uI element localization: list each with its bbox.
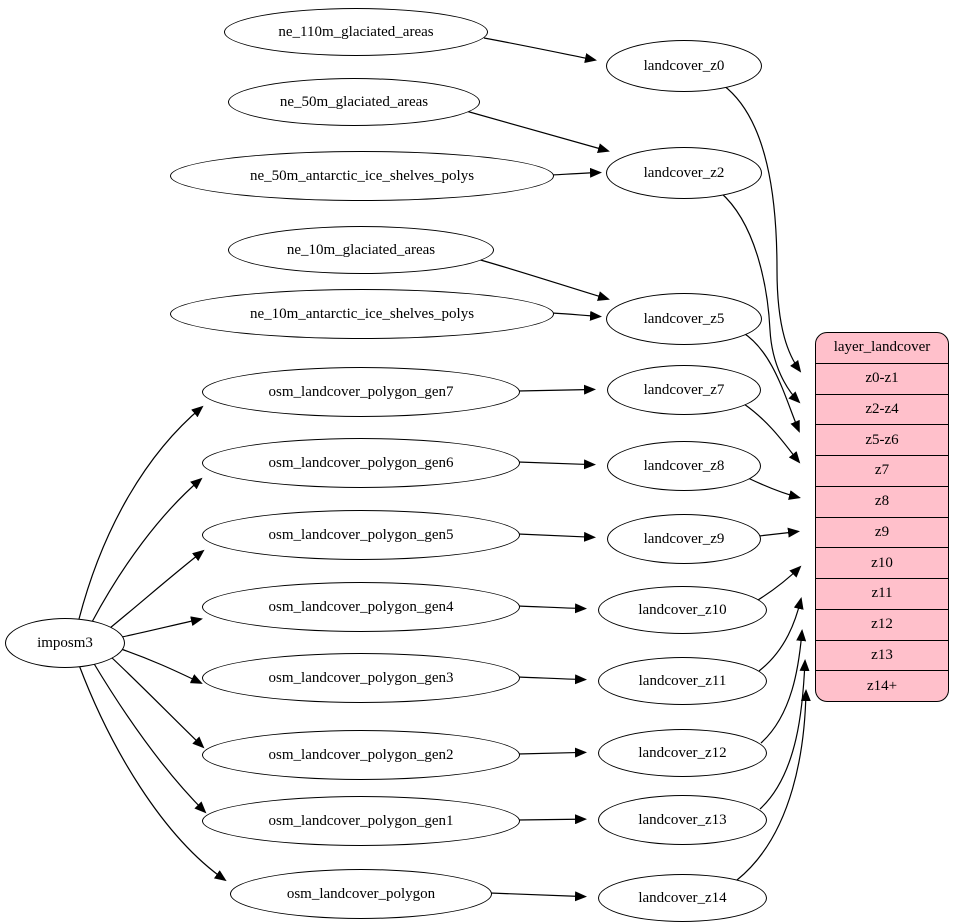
node-ne-10m-glaciated-areas: ne_10m_glaciated_areas xyxy=(228,226,494,274)
node-osm-landcover-polygon-gen2: osm_landcover_polygon_gen2 xyxy=(202,730,520,780)
edge-imposm3-to-polygon xyxy=(78,664,227,882)
edge-z13-to-row-z13 xyxy=(759,659,810,810)
node-landcover-z14: landcover_z14 xyxy=(598,874,767,922)
node-landcover-z13: landcover_z13 xyxy=(598,795,767,845)
node-landcover-z5: landcover_z5 xyxy=(606,293,762,345)
record-row-z14plus: z14+ xyxy=(816,670,948,701)
node-ne-10m-antarctic-ice-shelves-polys: ne_10m_antarctic_ice_shelves_polys xyxy=(170,289,554,339)
node-osm-landcover-polygon-gen5: osm_landcover_polygon_gen5 xyxy=(202,510,520,560)
edge-gen1-to-z13 xyxy=(517,814,587,825)
node-landcover-z11: landcover_z11 xyxy=(598,657,767,705)
node-ne-110m-glaciated-areas: ne_110m_glaciated_areas xyxy=(224,8,488,56)
edge-imposm3-to-gen4 xyxy=(121,616,203,638)
edge-z2-to-row-z2-z4 xyxy=(719,191,801,404)
edge-ne50m-glac-to-z2 xyxy=(465,110,610,153)
edge-imposm3-to-gen2 xyxy=(109,655,205,749)
edge-z11-to-row-z11 xyxy=(758,597,804,672)
node-ne-50m-glaciated-areas: ne_50m_glaciated_areas xyxy=(228,78,480,126)
record-row-z2-z4: z2-z4 xyxy=(816,393,948,425)
edge-z10-to-row-z10 xyxy=(757,565,802,601)
record-row-z0-z1: z0-z1 xyxy=(816,362,948,394)
edge-z8-to-row-z8 xyxy=(747,477,801,500)
edge-imposm3-to-gen6 xyxy=(91,477,203,623)
edge-imposm3-to-gen1 xyxy=(92,661,207,814)
node-landcover-z8: landcover_z8 xyxy=(607,441,761,491)
record-row-z13: z13 xyxy=(816,639,948,671)
record-row-z12: z12 xyxy=(816,608,948,640)
edge-imposm3-to-gen7 xyxy=(78,405,204,620)
edge-gen2-to-z12 xyxy=(517,747,587,758)
node-landcover-z12: landcover_z12 xyxy=(598,729,767,777)
edge-ne10m-glac-to-z5 xyxy=(476,258,610,301)
edge-z7-to-row-z7 xyxy=(743,403,801,464)
node-landcover-z9: landcover_z9 xyxy=(607,514,761,564)
record-row-z11: z11 xyxy=(816,578,948,609)
edge-z9-to-row-z9 xyxy=(758,527,800,538)
edge-z14-to-row-z14plus xyxy=(736,689,811,881)
edge-z0-to-row-z0-z1 xyxy=(722,84,802,373)
node-osm-landcover-polygon-gen1: osm_landcover_polygon_gen1 xyxy=(202,796,520,846)
edge-z12-to-row-z12 xyxy=(760,629,807,744)
node-layer-landcover: layer_landcover z0-z1 z2-z4 z5-z6 z7 z8 … xyxy=(815,332,949,702)
edge-ne10m-ant-to-z5 xyxy=(551,310,602,321)
node-osm-landcover-polygon-gen3: osm_landcover_polygon_gen3 xyxy=(202,653,520,703)
edge-imposm3-to-gen5 xyxy=(109,549,205,629)
edge-gen3-to-z11 xyxy=(517,674,587,685)
node-landcover-z0: landcover_z0 xyxy=(606,40,762,92)
record-row-z10: z10 xyxy=(816,547,948,578)
node-osm-landcover-polygon-gen7: osm_landcover_polygon_gen7 xyxy=(202,367,520,417)
edge-polygon-to-z14 xyxy=(489,891,587,902)
edge-ne110m-to-z0 xyxy=(483,37,597,63)
edge-gen7-to-z7 xyxy=(517,384,596,395)
edge-gen5-to-z9 xyxy=(517,531,596,542)
record-title: layer_landcover xyxy=(833,339,931,356)
record-row-z7: z7 xyxy=(816,455,948,486)
node-osm-landcover-polygon: osm_landcover_polygon xyxy=(230,869,492,919)
node-landcover-z2: landcover_z2 xyxy=(606,147,762,199)
edge-ne50m-ant-to-z2 xyxy=(551,167,602,178)
node-imposm3: imposm3 xyxy=(5,618,125,668)
edge-gen4-to-z10 xyxy=(517,603,587,614)
edge-z5-to-row-z5-z6 xyxy=(741,331,800,433)
node-landcover-z10: landcover_z10 xyxy=(598,586,767,634)
node-ne-50m-antarctic-ice-shelves-polys: ne_50m_antarctic_ice_shelves_polys xyxy=(170,151,554,201)
edge-gen6-to-z8 xyxy=(517,459,596,470)
node-osm-landcover-polygon-gen4: osm_landcover_polygon_gen4 xyxy=(202,582,520,632)
edge-imposm3-to-gen3 xyxy=(120,648,203,684)
record-row-z8: z8 xyxy=(816,485,948,517)
node-landcover-z7: landcover_z7 xyxy=(607,365,761,415)
node-osm-landcover-polygon-gen6: osm_landcover_polygon_gen6 xyxy=(202,438,520,488)
record-row-z9: z9 xyxy=(816,516,948,548)
record-row-z5-z6: z5-z6 xyxy=(816,424,948,455)
